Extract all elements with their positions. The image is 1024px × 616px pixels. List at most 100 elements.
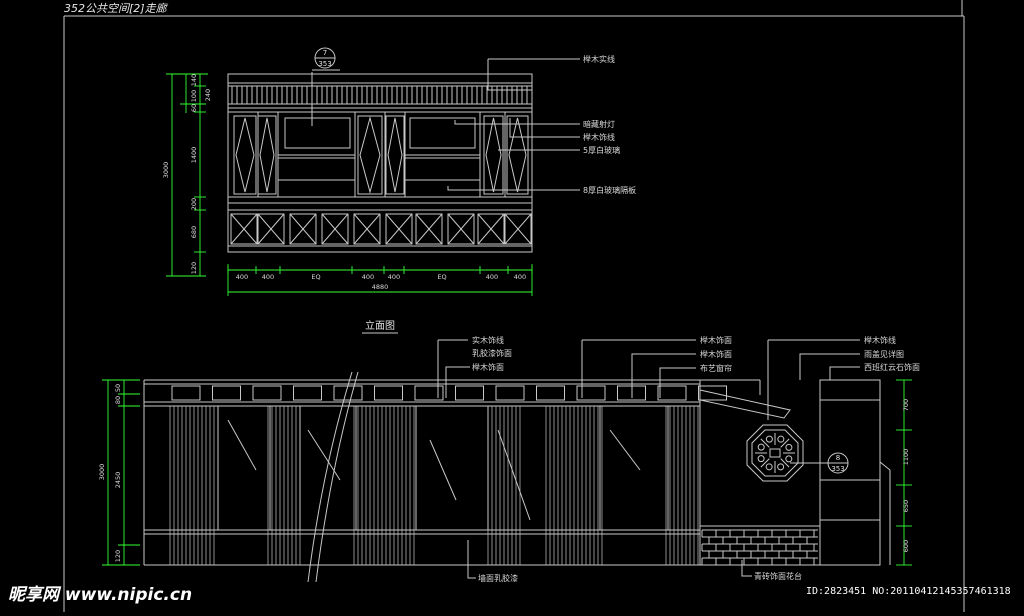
dim-total-4880: 4880 xyxy=(372,283,389,291)
cabinet-door xyxy=(257,213,285,245)
lattice-spoke xyxy=(780,458,790,468)
glass-hatch xyxy=(227,419,257,471)
wall-panel xyxy=(217,405,271,531)
lattice-diamond xyxy=(235,117,255,193)
lattice-flower xyxy=(765,435,773,443)
cornice-block xyxy=(536,385,565,401)
cornice-block xyxy=(576,385,606,401)
dim-b-6: EQ xyxy=(437,273,446,281)
lattice-panel xyxy=(385,115,405,195)
dim-1400: 1400 xyxy=(190,147,198,164)
lattice-flower xyxy=(757,455,765,463)
glass-hatch xyxy=(609,429,641,471)
cornice-block xyxy=(374,385,403,401)
glass-hatch xyxy=(497,429,531,521)
cabinet-door xyxy=(321,213,349,245)
dim-50: 50 xyxy=(114,384,122,392)
label-beech-solid-line: 榉木实线 xyxy=(583,54,615,64)
dim-b-5: 400 xyxy=(388,273,400,281)
cornice-blocks xyxy=(171,385,727,401)
upper-elevation xyxy=(227,69,533,253)
dim-b-1: 400 xyxy=(236,273,248,281)
cornice-block xyxy=(212,385,241,401)
label-marble-finish: 西班红云石饰面 xyxy=(864,362,920,372)
lattice-flower xyxy=(765,463,773,471)
dim-240: 240 xyxy=(204,89,212,101)
cornice-block xyxy=(657,385,687,401)
upper-dim-texts: 140 100 60 1400 200 680 120 240 3000 400… xyxy=(162,74,526,291)
dim-600: 600 xyxy=(902,540,910,552)
cabinet-door xyxy=(415,213,443,245)
lattice-flower xyxy=(777,435,785,443)
lattice-panel xyxy=(483,115,504,195)
glass-hatch xyxy=(429,439,457,501)
lattice-flower xyxy=(777,463,785,471)
cabinet-door xyxy=(230,213,258,245)
dim-1100: 1100 xyxy=(902,449,910,466)
brick-planter xyxy=(701,529,818,565)
dim-680: 680 xyxy=(190,226,198,238)
lattice-flower xyxy=(785,443,793,451)
lattice-flower xyxy=(785,455,793,463)
wall-panel xyxy=(599,405,669,531)
door-swing xyxy=(415,213,443,245)
label-beech-finish-2: 榉木饰面 xyxy=(700,335,732,345)
door-swing xyxy=(289,213,317,245)
door-swing xyxy=(257,213,285,245)
dim-b-7: 400 xyxy=(486,273,498,281)
watermark-site: 昵享网 www.nipic.cn xyxy=(8,585,193,605)
dim-b-2: 400 xyxy=(262,273,274,281)
lattice-spoke xyxy=(780,438,790,448)
octagon-lattice-window xyxy=(746,424,804,482)
lattice-panel xyxy=(357,115,383,195)
dim-140: 140 xyxy=(190,74,198,86)
dim-700: 700 xyxy=(902,399,910,411)
dim-200: 200 xyxy=(190,198,198,210)
dim-100: 100 xyxy=(190,90,198,102)
wall-panel xyxy=(299,405,357,531)
dim-3000-lower: 3000 xyxy=(98,464,106,481)
fabric-curtains xyxy=(169,406,699,565)
lattice-diamond xyxy=(387,117,403,193)
glass-hatch xyxy=(307,429,341,481)
label-fabric-curtain: 布艺窗帘 xyxy=(700,363,732,373)
upper-callout: 7 353 xyxy=(314,47,336,69)
dim-2450: 2450 xyxy=(114,472,122,489)
upper-label-texts: 榉木实线 暗藏射灯 榉木饰线 5厚白玻璃 8厚白玻璃隔板 xyxy=(583,54,636,195)
cornice-block xyxy=(171,385,201,401)
door-swing xyxy=(385,213,413,245)
label-latex-paint: 乳胶漆饰面 xyxy=(472,348,512,358)
upper-dimensions xyxy=(166,73,533,296)
label-beech-finish-1: 榉木饰面 xyxy=(472,362,504,372)
label-beech-trim-2: 榉木饰线 xyxy=(864,335,896,345)
upper-callout-sheet: 353 xyxy=(318,60,331,68)
door-swing xyxy=(504,213,532,245)
upper-callout-num: 7 xyxy=(323,49,327,57)
wall-panel xyxy=(415,405,489,531)
drawing-title: 352公共空间[2]走廊 xyxy=(64,2,167,15)
base-cabinet-doors xyxy=(230,213,532,245)
lattice-diamond xyxy=(508,117,527,193)
dim-60: 60 xyxy=(190,104,198,112)
dim-b-3: EQ xyxy=(311,273,320,281)
lattice-diamond xyxy=(259,117,275,193)
lattice-spoke xyxy=(760,458,770,468)
cornice-block xyxy=(252,385,282,401)
dim-120-lower: 120 xyxy=(114,550,122,562)
watermark-id: ID:2823451 NO:20110412145357461318 xyxy=(806,586,1011,597)
cornice-block xyxy=(455,385,484,401)
lower-label-texts: 实木饰线 乳胶漆饰面 榉木饰面 榉木饰面 榉木饰面 布艺窗帘 榉木饰线 雨盖见详… xyxy=(472,335,920,583)
frieze-slats xyxy=(231,86,528,104)
dim-3000-upper: 3000 xyxy=(162,162,170,179)
cabinet-door xyxy=(477,213,505,245)
lattice-spoke xyxy=(760,438,770,448)
cornice-block xyxy=(495,385,525,401)
door-swing xyxy=(230,213,258,245)
dim-b-4: 400 xyxy=(362,273,374,281)
label-solid-wood-trim: 实木饰线 xyxy=(472,335,504,345)
lattice-flower xyxy=(757,443,765,451)
label-canopy-detail: 雨盖见详图 xyxy=(864,349,904,359)
label-brick-planter: 青砖饰面花台 xyxy=(754,571,802,581)
door-swing xyxy=(447,213,475,245)
